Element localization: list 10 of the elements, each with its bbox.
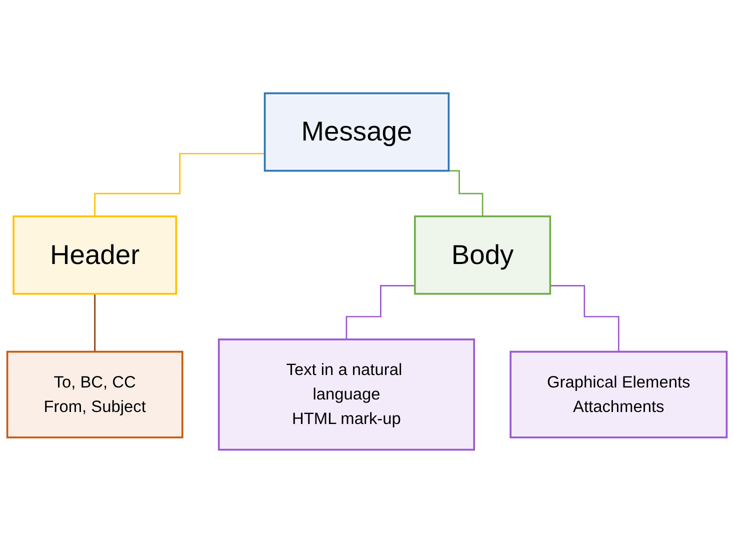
node-box: Graphical Elements Attachments bbox=[510, 350, 728, 438]
connector bbox=[94, 293, 96, 352]
connector bbox=[550, 285, 620, 352]
node-box: Text in a natural language HTML mark-up bbox=[218, 338, 476, 451]
connector bbox=[346, 285, 415, 340]
node-box: Message bbox=[264, 92, 450, 172]
node-box: Body bbox=[414, 215, 552, 295]
node-box: To, BC, CC From, Subject bbox=[6, 350, 184, 438]
node-box: Header bbox=[12, 215, 178, 295]
connector bbox=[94, 152, 265, 218]
